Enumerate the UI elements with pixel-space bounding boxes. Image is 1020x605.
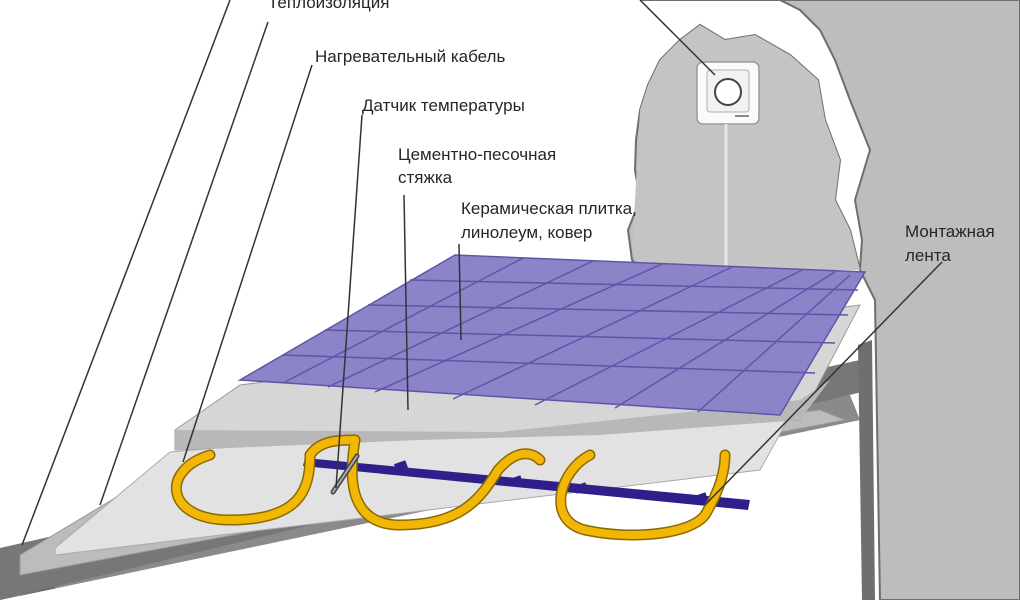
screed-edge xyxy=(175,380,830,450)
label-screed-line1: Цементно-песочная xyxy=(398,145,557,164)
label-tape-line1: Монтажная xyxy=(905,222,995,241)
heating-cable xyxy=(170,434,731,541)
leader-line-slab xyxy=(21,0,231,546)
label-finish-line1: Керамическая плитка, xyxy=(461,199,637,218)
leader-line-thermostat xyxy=(639,0,716,76)
leader-line-finish xyxy=(458,243,462,341)
leader-line-screed xyxy=(403,194,409,411)
temperature-sensor xyxy=(330,453,360,495)
slab-right-side xyxy=(858,340,875,600)
thermostat xyxy=(696,61,760,268)
leader-lines xyxy=(21,0,943,546)
tile-floor xyxy=(237,254,867,416)
label-screed-line2: стяжка xyxy=(398,168,453,187)
leader-line-heating-cable xyxy=(182,64,313,463)
label-heating-cable: Нагревательный кабель xyxy=(315,47,506,66)
label-insulation: Теплоизоляция xyxy=(268,0,390,12)
mounting-tape xyxy=(303,458,750,510)
leader-line-tape xyxy=(704,261,943,506)
label-temp-sensor: Датчик температуры xyxy=(362,96,525,115)
leader-line-insulation xyxy=(99,21,269,506)
tape-clips xyxy=(393,460,709,504)
label-tape-line2: лента xyxy=(905,246,951,265)
leader-line-temp-sensor xyxy=(335,114,363,489)
wall-face xyxy=(632,25,860,270)
label-finish-line2: линолеум, ковер xyxy=(461,223,593,242)
